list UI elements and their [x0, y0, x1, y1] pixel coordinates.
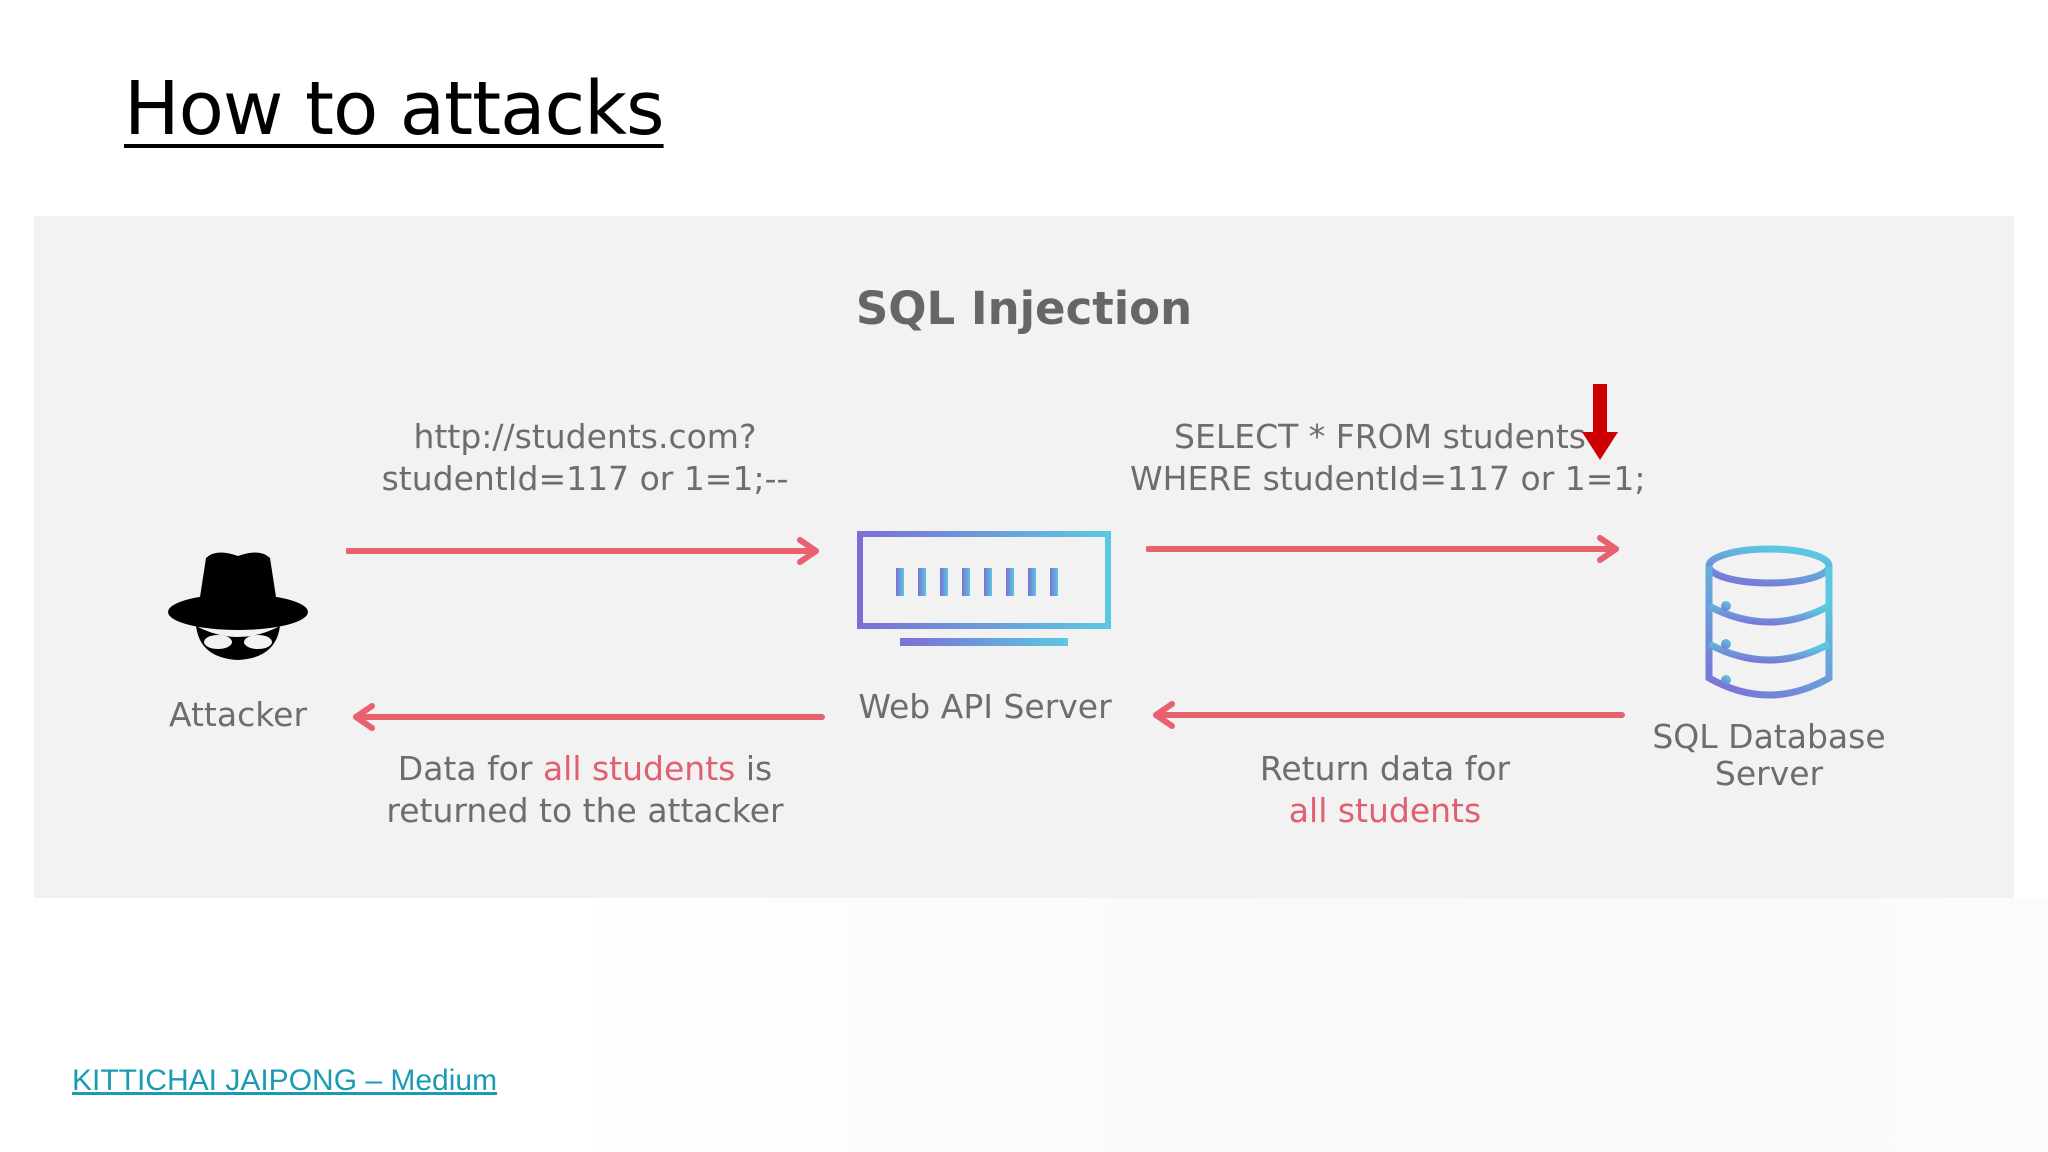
request-url-line2: studentId=117 or 1=1;-- [381, 459, 789, 498]
sql-database-label-line1: SQL Database [1652, 717, 1886, 756]
sql-database-label-line2: Server [1714, 754, 1824, 793]
web-api-server-label: Web API Server [858, 687, 1112, 726]
request-url-line1: http://students.com? [413, 417, 757, 456]
sql-database-label: SQL Database Server [1640, 718, 1898, 792]
attacker-hacker-icon [168, 552, 308, 660]
response-line2: returned to the attacker [386, 791, 784, 830]
return-data-line1: Return data for [1259, 749, 1511, 788]
sql-query-line2: WHERE studentId=117 or 1=1; [1130, 459, 1646, 498]
response-arrow-left [353, 703, 825, 731]
all-students-highlight: all students [542, 749, 736, 788]
web-api-server-icon [857, 531, 1111, 646]
return-arrow-left [1153, 701, 1625, 729]
diagram-panel [34, 216, 2014, 898]
source-link[interactable]: KITTICHAI JAIPONG – Medium [72, 1064, 498, 1097]
response-line1: Data for all students is [397, 749, 773, 788]
sql-query-label: SELECT * FROM students WHERE studentId=1… [1130, 416, 1646, 500]
background-fade [560, 898, 2048, 1152]
sql-query-line1: SELECT * FROM students [1174, 417, 1586, 456]
slide-title: How to attacks [124, 66, 665, 152]
query-arrow-right [1146, 535, 1619, 563]
diagram-title: SQL Injection [855, 282, 1193, 335]
return-data-label: Return data for all students [1200, 748, 1570, 832]
sql-database-icon [1705, 545, 1833, 699]
red-marker-arrow-icon [1582, 384, 1618, 460]
attacker-label: Attacker [168, 695, 308, 734]
return-data-highlight: all students [1288, 791, 1482, 830]
request-url-label: http://students.com? studentId=117 or 1=… [380, 416, 790, 500]
request-arrow-right [346, 537, 819, 565]
response-to-attacker-label: Data for all students is returned to the… [370, 748, 800, 832]
